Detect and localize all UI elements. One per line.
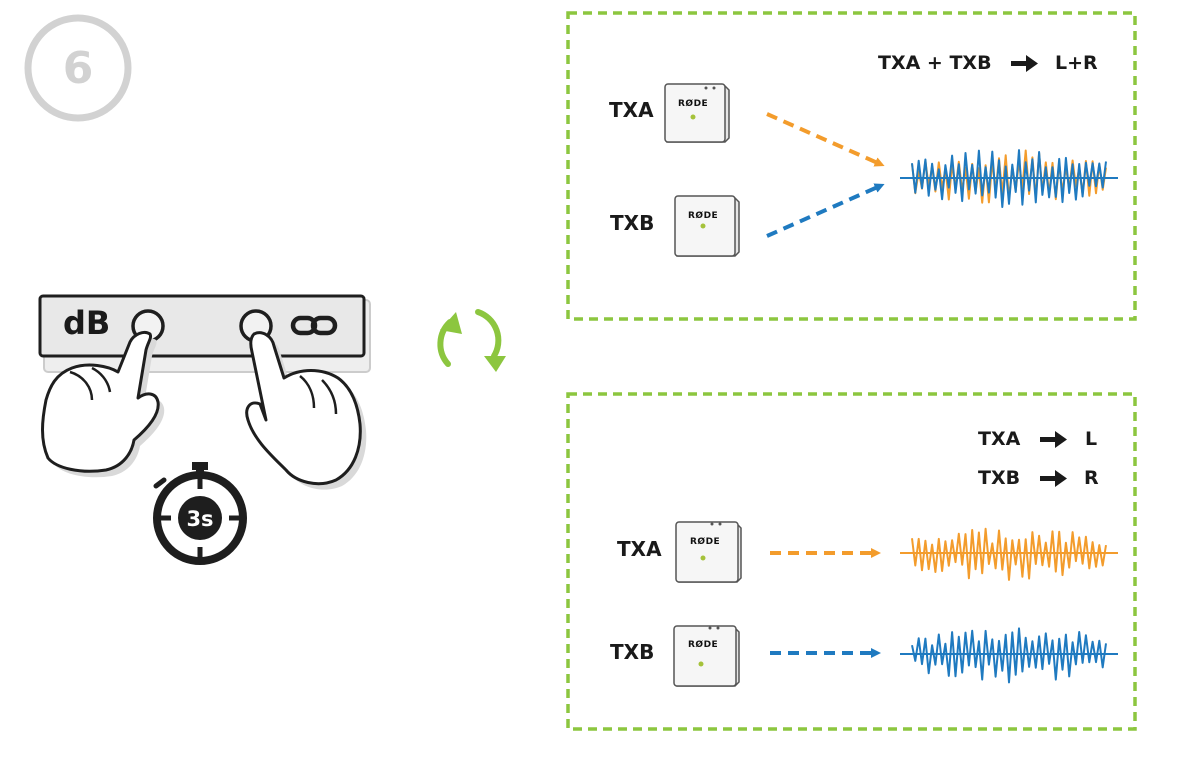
transmitter-b-device: [674, 195, 740, 257]
merged-mode-panel: [566, 11, 1137, 321]
merged-mapping-source: TXA + TXB: [878, 52, 992, 74]
hold-time-label: 3s: [186, 507, 214, 531]
merged-tx-a-label: TXA: [609, 98, 654, 122]
merged-waveform-b: [911, 149, 1107, 208]
db-label: dB: [63, 304, 111, 342]
signal-arrow-a: [766, 112, 885, 167]
step-circle: [24, 14, 132, 122]
brand-logo: RØDE: [688, 211, 719, 221]
split-mode-panel: [566, 392, 1137, 731]
brand-logo: RØDE: [688, 640, 719, 650]
merged-mapping-output: L+R: [1055, 52, 1098, 74]
stopwatch-icon: [153, 462, 247, 565]
signal-arrow-b: [766, 183, 885, 238]
transmitter-a-device: [664, 83, 730, 143]
split-mapping-b-output: R: [1084, 467, 1099, 489]
transmitter-b-device-split: [673, 625, 740, 687]
pressing-hand-icon-right: [245, 331, 367, 490]
mapping-arrow-b: [1040, 470, 1067, 487]
transmitter-a-device-split: [675, 521, 742, 583]
mapping-arrow: [1011, 55, 1038, 72]
merged-tx-b-label: TXB: [610, 211, 655, 235]
split-mapping-a-source: TXA: [978, 428, 1021, 450]
split-waveform-a: [911, 527, 1107, 581]
link-icon: [290, 315, 338, 336]
brand-logo: RØDE: [678, 99, 709, 109]
split-waveform-b: [911, 627, 1107, 684]
split-tx-b-label: TXB: [610, 640, 655, 664]
split-tx-a-label: TXA: [617, 537, 662, 561]
step-number: 6: [62, 42, 94, 94]
split-mapping-b-source: TXB: [978, 467, 1021, 489]
brand-logo: RØDE: [690, 537, 721, 547]
pressing-hand-icon: [41, 330, 165, 478]
split-mapping-a-output: L: [1085, 428, 1098, 450]
mapping-arrow-a: [1040, 431, 1067, 448]
